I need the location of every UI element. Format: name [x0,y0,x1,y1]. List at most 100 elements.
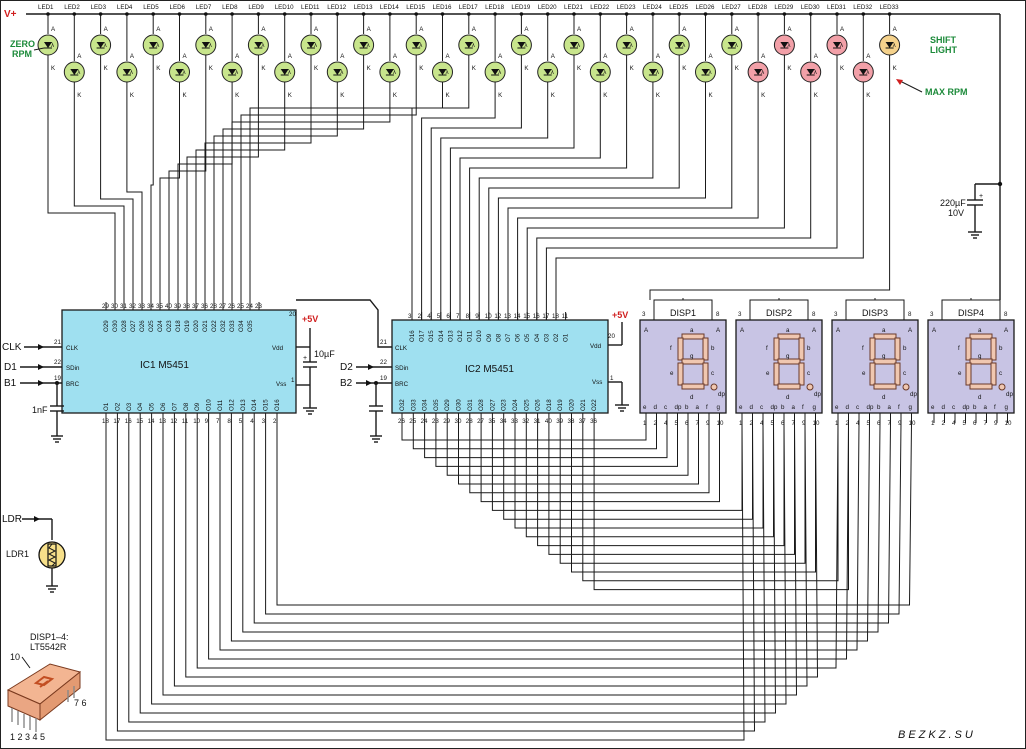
pin-label: O16 [274,399,281,411]
segment [873,383,897,390]
svg-text:K: K [656,92,661,99]
led-wire [411,102,470,320]
led-label: LED25 [669,4,688,11]
led-array: LED1AλKLED2AλKLED3AλKLED4AλKLED5AλKLED6A… [37,4,901,102]
led-wire [449,102,575,320]
segment-letter: a [984,404,988,411]
pin-number: 24 [246,303,253,310]
svg-text:K: K [630,65,635,72]
svg-text:b: b [999,345,1003,352]
bus-wire [548,421,795,555]
pin-number: 15 [523,313,530,320]
pin-number: 7 [216,418,220,425]
bus-wire [480,421,720,503]
decimal-point [710,383,718,391]
svg-text:g: g [786,353,790,360]
pin-number: 36 [201,303,208,310]
segment-letter: b [781,404,785,411]
segment-letter: f [802,404,804,411]
pin-number: 8 [466,313,470,320]
svg-text:3: 3 [738,311,742,318]
segment-letter: e [931,404,935,411]
shift-light-label: SHIFT [930,35,957,45]
b2-net: B2 [340,378,353,389]
pin-label: O33 [229,320,236,332]
led-label: LED26 [696,4,715,11]
led-wire [507,102,733,320]
svg-text:Vdd: Vdd [590,343,602,350]
svg-text:A: A [393,53,398,60]
segment [777,333,801,340]
bus-wire [582,421,839,582]
pin-label: O12 [457,330,464,342]
pin-label: O20 [569,399,576,411]
segment-letter: a [792,404,796,411]
svg-text:λ: λ [709,69,713,76]
svg-text:1: 1 [610,375,614,382]
svg-text:A: A [656,53,661,60]
ic2-supply-label: +5V [612,310,628,320]
svg-text:+: + [303,355,307,362]
led-wire [488,102,680,320]
svg-text:e: e [670,370,674,377]
supply-capacitor: + 220µF 10V [940,184,983,239]
pin-number: 5 [963,420,967,427]
pin-label: O22 [211,320,218,332]
svg-text:22: 22 [380,359,387,366]
led-wire [47,102,116,310]
svg-text:λ: λ [577,42,581,49]
segment [681,358,705,365]
segment [969,358,993,365]
svg-text:K: K [419,65,424,72]
pin-label: O8 [495,333,502,342]
led-label: LED28 [748,4,767,11]
svg-text:λ: λ [130,69,134,76]
pin-label: O7 [505,333,512,342]
bus-wire [116,421,756,732]
bus-wire [446,421,689,476]
segment [969,383,993,390]
bus-wire [424,421,668,459]
svg-text:K: K [551,92,556,99]
ic2-supply: +5V [608,310,629,412]
svg-text:A: A [446,53,451,60]
ic2: IC2 M5451 CLK SDin BRC Vdd Vss 20 1 3O16… [391,312,615,425]
pin-number: 1 [739,420,743,427]
led-label: LED7 [196,4,212,11]
max-rpm-label: MAX RPM [925,87,968,97]
segment [873,333,897,340]
pin-number: 10 [1005,420,1012,427]
led-wire [240,102,417,310]
led-label: LED22 [590,4,609,11]
bus-wire [253,421,891,624]
svg-text:a: a [882,327,886,334]
pin-number: 7 [984,420,988,427]
pin-number: 30 [111,303,118,310]
segment-letter: dp [675,404,682,411]
pin-number: 2 [273,418,277,425]
svg-text:λ: λ [104,42,108,49]
svg-text:K: K [866,92,871,99]
svg-text:SDin: SDin [395,365,409,372]
legend-part: LT5542R [30,642,67,652]
led-wire [222,102,365,310]
pin-number: 7 [888,420,892,427]
bus-wire [458,421,699,485]
segment [873,358,897,365]
pin-label: O28 [121,320,128,332]
legend-title: DISP1–4: [30,632,69,642]
pin-number: 32 [129,303,136,310]
pin-label: O13 [240,399,247,411]
svg-text:f: f [862,345,864,352]
led-label: LED15 [406,4,425,11]
pin-label: O10 [476,330,483,342]
ldr-name: LDR1 [6,549,29,559]
